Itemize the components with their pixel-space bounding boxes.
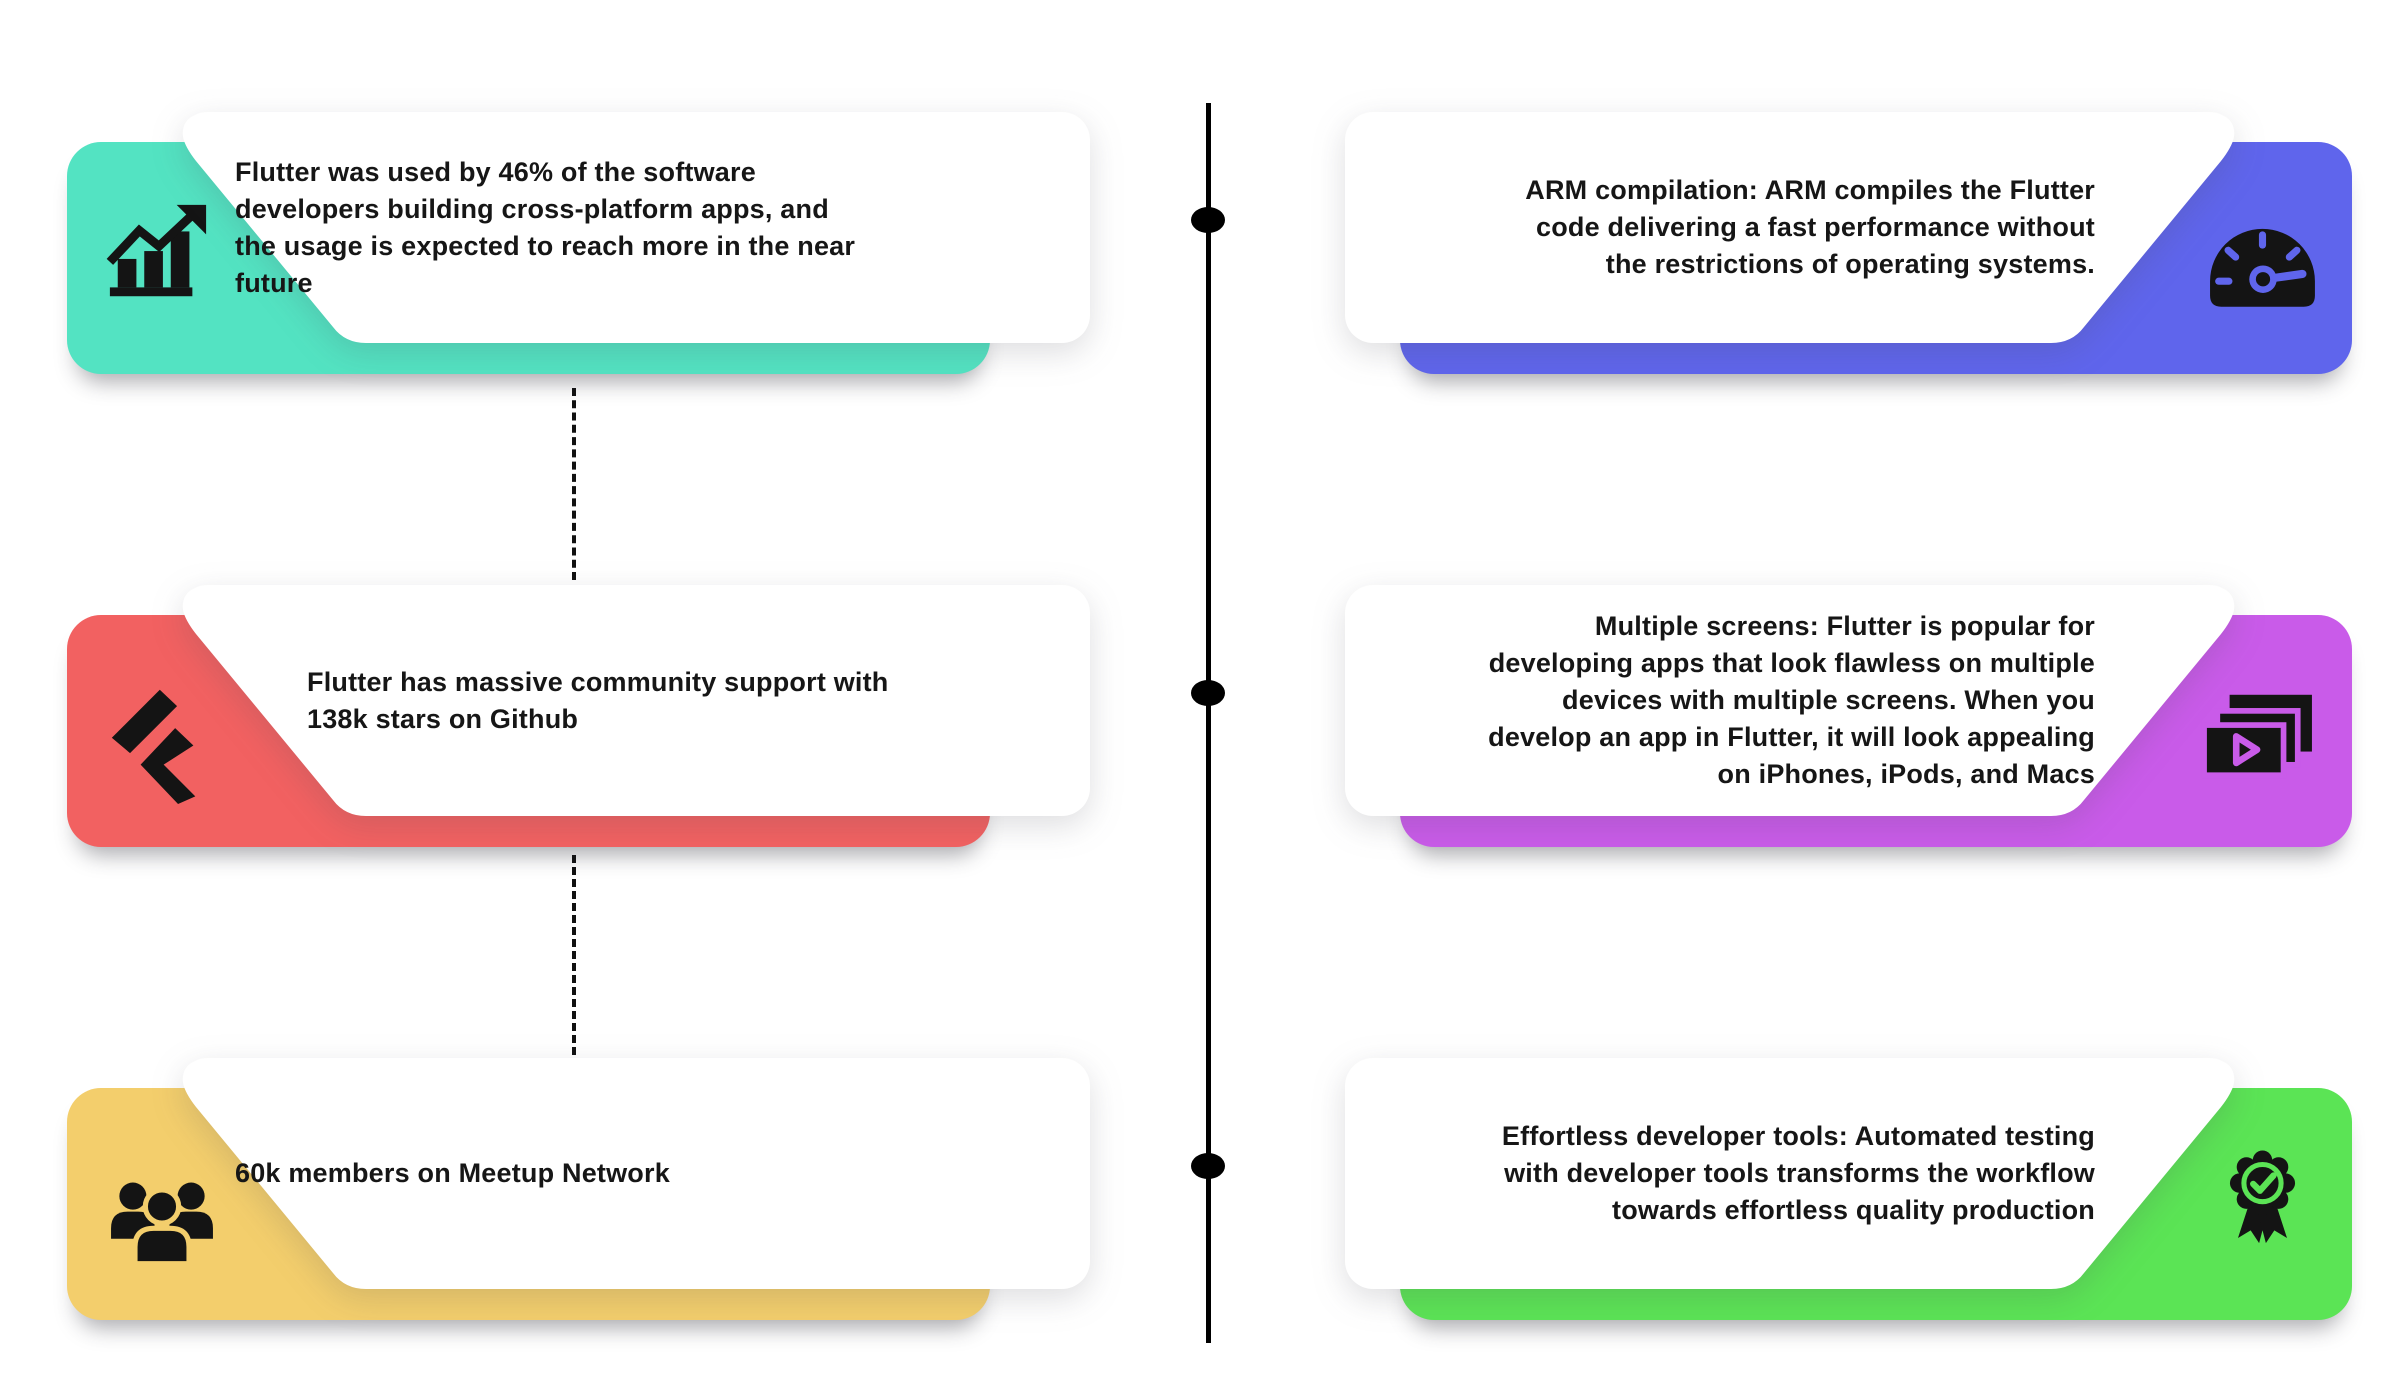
card-panel bbox=[182, 1058, 1090, 1289]
card-meetup-members: 60k members on Meetup Network bbox=[0, 1058, 2394, 1320]
timeline-dot bbox=[1191, 680, 1225, 706]
card-text: ARM compilation: ARM compiles the Flutte… bbox=[1525, 175, 2095, 279]
card-panel bbox=[1345, 1058, 2235, 1289]
timeline-dot bbox=[1191, 207, 1225, 233]
timeline-dot bbox=[1191, 1153, 1225, 1179]
timeline-line bbox=[1206, 103, 1211, 1343]
chart-growth-icon bbox=[106, 204, 207, 297]
card-developer-tools: Effortless developer tools: Automated te… bbox=[0, 1058, 2394, 1320]
users-group-icon bbox=[111, 1182, 213, 1267]
dashed-connector bbox=[572, 388, 576, 580]
card-github-stars: Flutter has massive community support wi… bbox=[0, 585, 2394, 847]
card-panel bbox=[1345, 585, 2235, 816]
card-panel bbox=[1345, 112, 2235, 343]
award-badge-icon bbox=[2229, 1150, 2296, 1244]
card-arm-compilation: ARM compilation: ARM compiles the Flutte… bbox=[0, 112, 2394, 374]
screens-stack-icon bbox=[2201, 694, 2312, 779]
dashed-connector bbox=[572, 855, 576, 1055]
card-multiple-screens: Multiple screens: Flutter is popular for… bbox=[0, 585, 2394, 847]
flutter-logo-icon bbox=[111, 689, 196, 804]
card-text: Flutter has massive community support wi… bbox=[307, 666, 889, 734]
card-panel bbox=[182, 112, 1090, 343]
card-text: Multiple screens: Flutter is popular for… bbox=[1488, 611, 2095, 789]
card-text: Flutter was used by 46% of the software … bbox=[235, 156, 856, 298]
card-panel bbox=[182, 585, 1090, 816]
card-text: Effortless developer tools: Automated te… bbox=[1501, 1121, 2095, 1225]
card-flutter-usage: Flutter was used by 46% of the software … bbox=[0, 112, 2394, 374]
speedometer-icon bbox=[2210, 228, 2315, 307]
card-text: 60k members on Meetup Network bbox=[235, 1158, 670, 1188]
